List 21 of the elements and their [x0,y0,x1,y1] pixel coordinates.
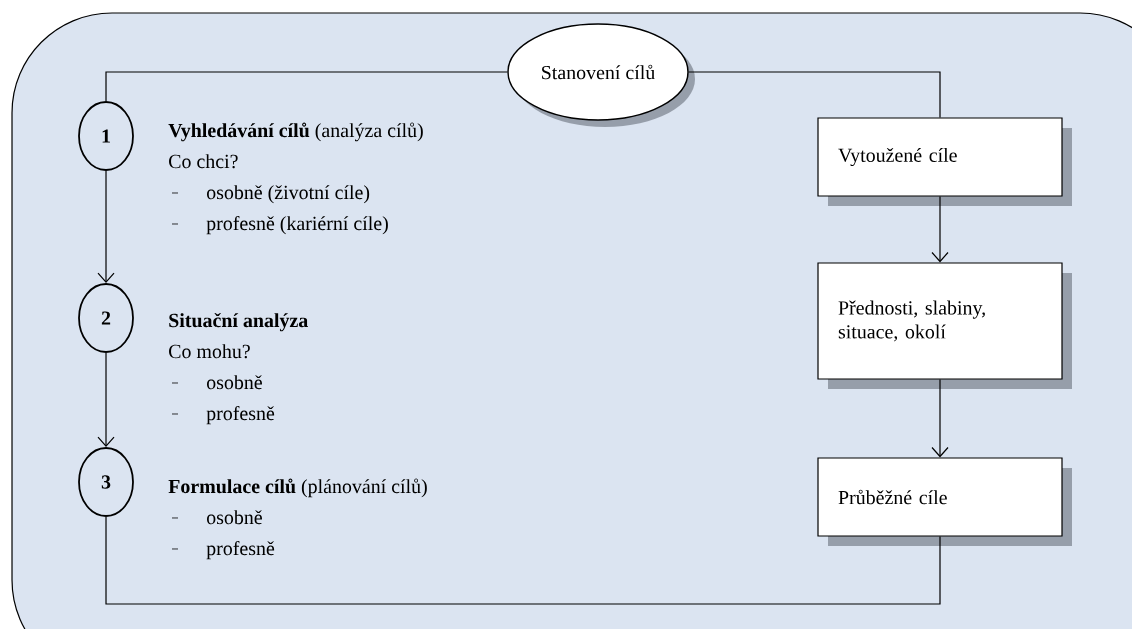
process-box: Průběžné cíle [817,457,1072,546]
step-heading: Situační analýza [169,312,308,332]
list-item: osobně (životní cíle) [171,185,370,204]
arrow [931,379,949,458]
arrow [97,170,115,284]
step-heading: Formulace cílů (plánování cílů) [168,478,427,498]
connector [105,71,508,102]
process-box: Vytoužené cíle [817,117,1072,206]
list-item: profesně (kariérní cíle) [171,215,388,235]
list-item: profesně [171,540,275,560]
connector [105,516,941,605]
process-box: Přednosti, slabiny, situace, okolí [817,262,1072,389]
step-question: Co chci? [169,154,238,169]
arrow [931,196,949,263]
connector [688,71,941,118]
step-heading: Vyhledávání cílů (analýza cílů) [168,122,423,142]
list-item: profesně [171,405,275,425]
list-item: osobně [171,510,262,525]
arrow [97,352,115,448]
list-item: osobně [171,375,262,390]
step-question: Co mohu? [169,344,250,359]
